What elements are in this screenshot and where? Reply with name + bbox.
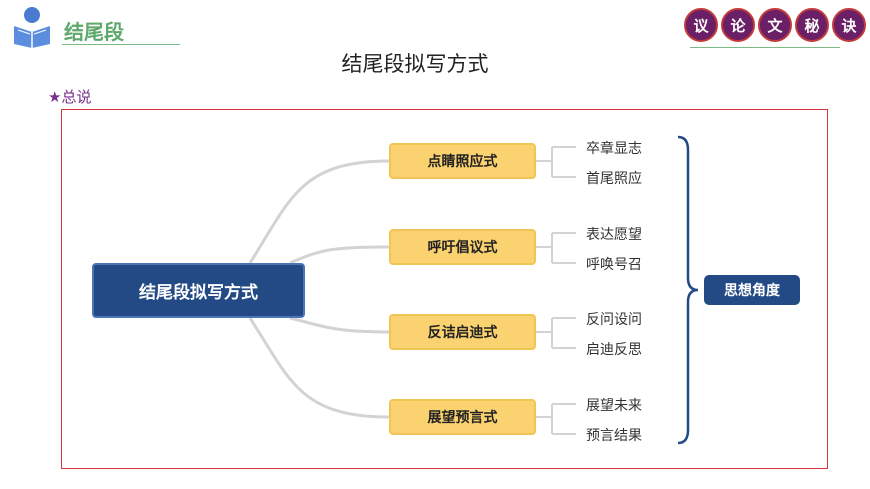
badge: 诀 — [832, 8, 866, 42]
badge-divider — [690, 47, 840, 48]
reading-person-logo-icon — [14, 7, 50, 48]
badge: 论 — [721, 8, 755, 42]
page-title: 结尾段拟写方式 — [341, 52, 489, 76]
root-branch-connector — [289, 245, 390, 265]
header-divider — [62, 44, 180, 45]
mindmap-root-node: 结尾段拟写方式 — [92, 263, 305, 318]
branch-node: 反诘启迪式 — [389, 314, 536, 350]
branch-node: 呼吁倡议式 — [389, 229, 536, 265]
leaf-label: 启迪反思 — [586, 342, 642, 358]
badge: 文 — [758, 8, 792, 42]
root-branch-connector — [248, 159, 390, 264]
leaf-connector — [536, 232, 576, 264]
leaf-label: 展望未来 — [586, 398, 642, 414]
root-branch-connector — [248, 317, 390, 419]
leaf-label: 表达愿望 — [586, 227, 642, 243]
leaf-label: 反问设问 — [586, 312, 642, 328]
leaf-label: 呼唤号召 — [586, 257, 642, 273]
badge: 议 — [684, 8, 718, 42]
branch-node: 展望预言式 — [389, 399, 536, 435]
leaf-label: 预言结果 — [586, 428, 642, 444]
branch-node: 点睛照应式 — [389, 143, 536, 179]
summary-node: 思想角度 — [704, 275, 800, 305]
leaf-connector — [536, 403, 576, 435]
diagram-frame — [61, 109, 828, 469]
root-branch-connector — [289, 316, 390, 334]
badge: 秘 — [795, 8, 829, 42]
section-label: ★总说 — [48, 88, 92, 106]
badge-row: 议 论 文 秘 诀 — [684, 8, 866, 44]
summary-brace — [677, 135, 699, 445]
section-title: 结尾段 — [64, 20, 124, 44]
leaf-connector — [536, 146, 576, 178]
leaf-label: 卒章显志 — [586, 141, 642, 157]
leaf-label: 首尾照应 — [586, 171, 642, 187]
leaf-connector — [536, 317, 576, 349]
